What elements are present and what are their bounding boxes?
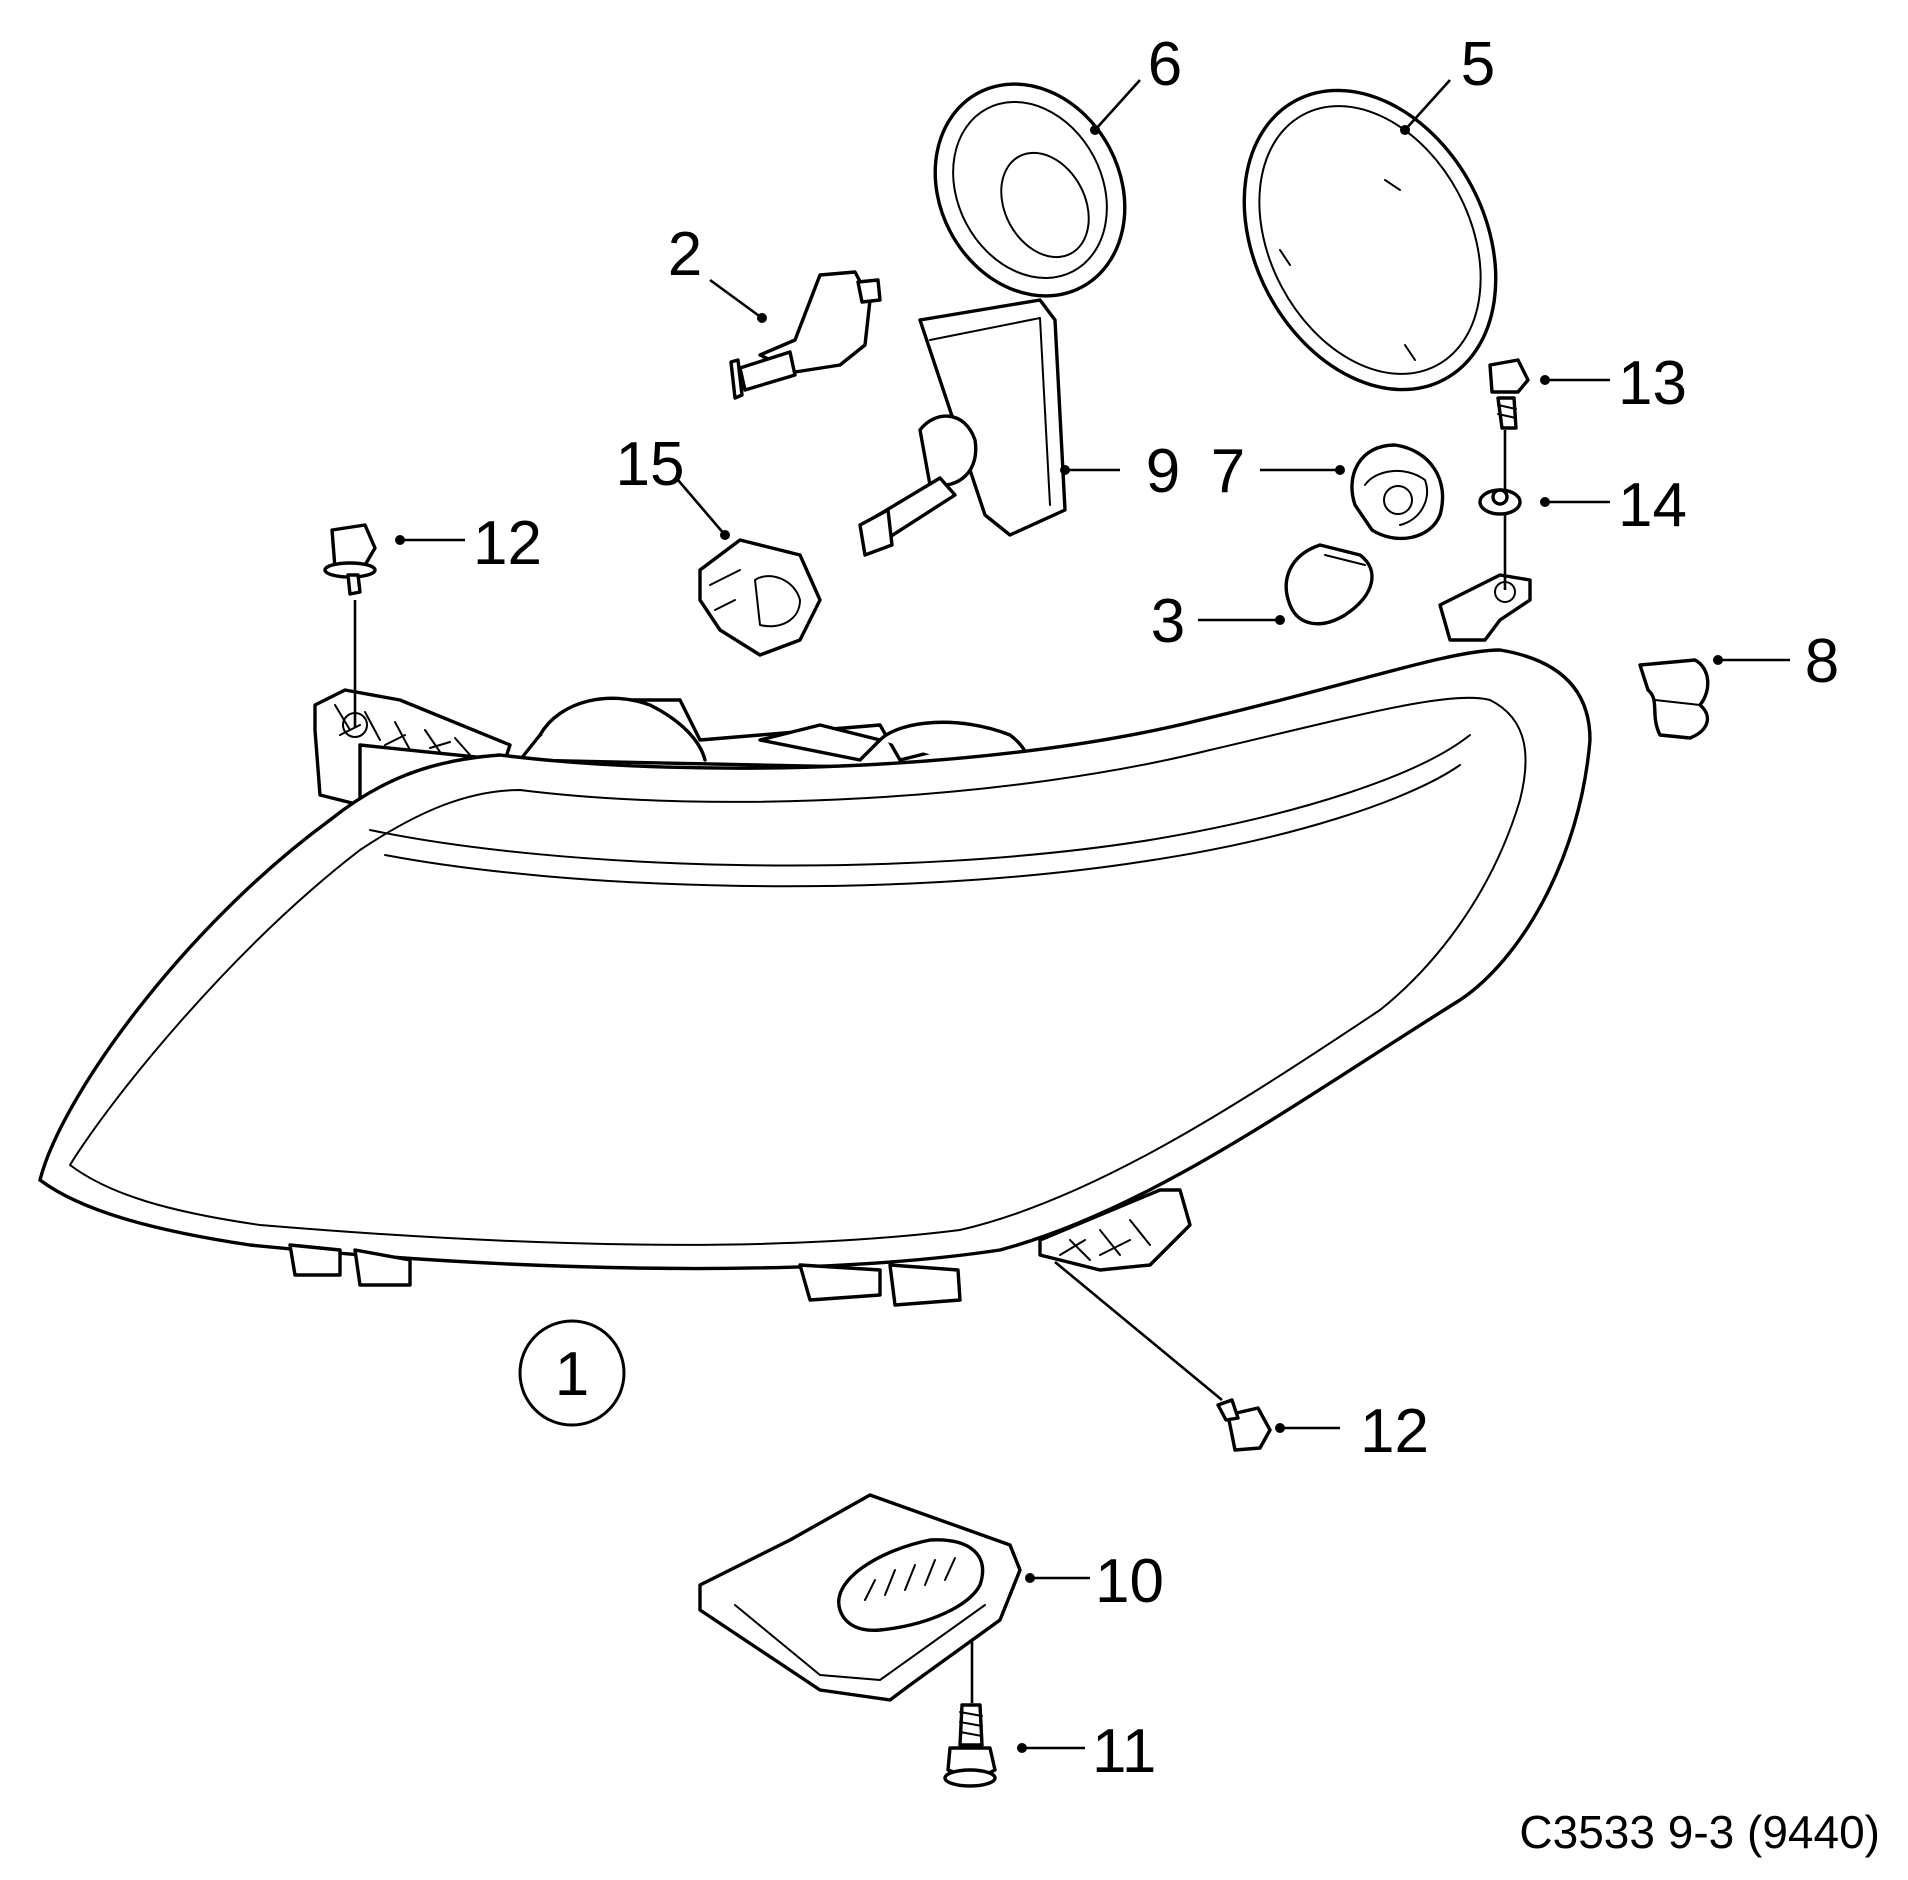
callout-10: 10 — [1095, 1547, 1164, 1616]
ring-cover-small — [933, 82, 1127, 298]
callout-9: 9 — [1146, 437, 1180, 506]
clip-12-lower — [1216, 1398, 1272, 1452]
bulb-socket — [1350, 443, 1445, 541]
clip-12-upper — [323, 523, 377, 596]
callout-14: 14 — [1618, 471, 1687, 540]
callout-15: 15 — [616, 430, 685, 499]
callout-13: 13 — [1618, 349, 1687, 418]
xenon-control-unit — [698, 1493, 1022, 1702]
bolt-13 — [1488, 358, 1530, 430]
callout-7: 7 — [1211, 437, 1245, 506]
callout-12-upper: 12 — [473, 509, 542, 578]
headlamp-housing — [38, 573, 1592, 1307]
diagram-reference-caption: C3533 9-3 (9440) — [1519, 1806, 1880, 1858]
nut-14 — [1478, 488, 1522, 516]
callout-6: 6 — [1148, 30, 1182, 99]
callout-12-lower: 12 — [1360, 1397, 1429, 1466]
bulb-adapter — [698, 538, 822, 657]
xenon-bulb — [858, 298, 1067, 557]
callout-labels: 1 2 3 5 6 7 8 9 10 11 12 12 13 14 15 — [473, 30, 1839, 1786]
clip — [1638, 658, 1710, 740]
callout-11: 11 — [1092, 1717, 1156, 1786]
reference-circle-1 — [518, 1319, 626, 1427]
signal-bulb — [1284, 543, 1374, 626]
screw-11 — [943, 1703, 997, 1788]
leader-lines — [353, 79, 1790, 1753]
callout-1: 1 — [555, 1340, 589, 1409]
callout-8: 8 — [1805, 627, 1839, 696]
halogen-bulb — [729, 270, 882, 400]
callout-3: 3 — [1151, 587, 1185, 656]
ring-cover-large — [1242, 88, 1498, 392]
callout-2: 2 — [668, 220, 702, 289]
callout-5: 5 — [1461, 30, 1495, 99]
